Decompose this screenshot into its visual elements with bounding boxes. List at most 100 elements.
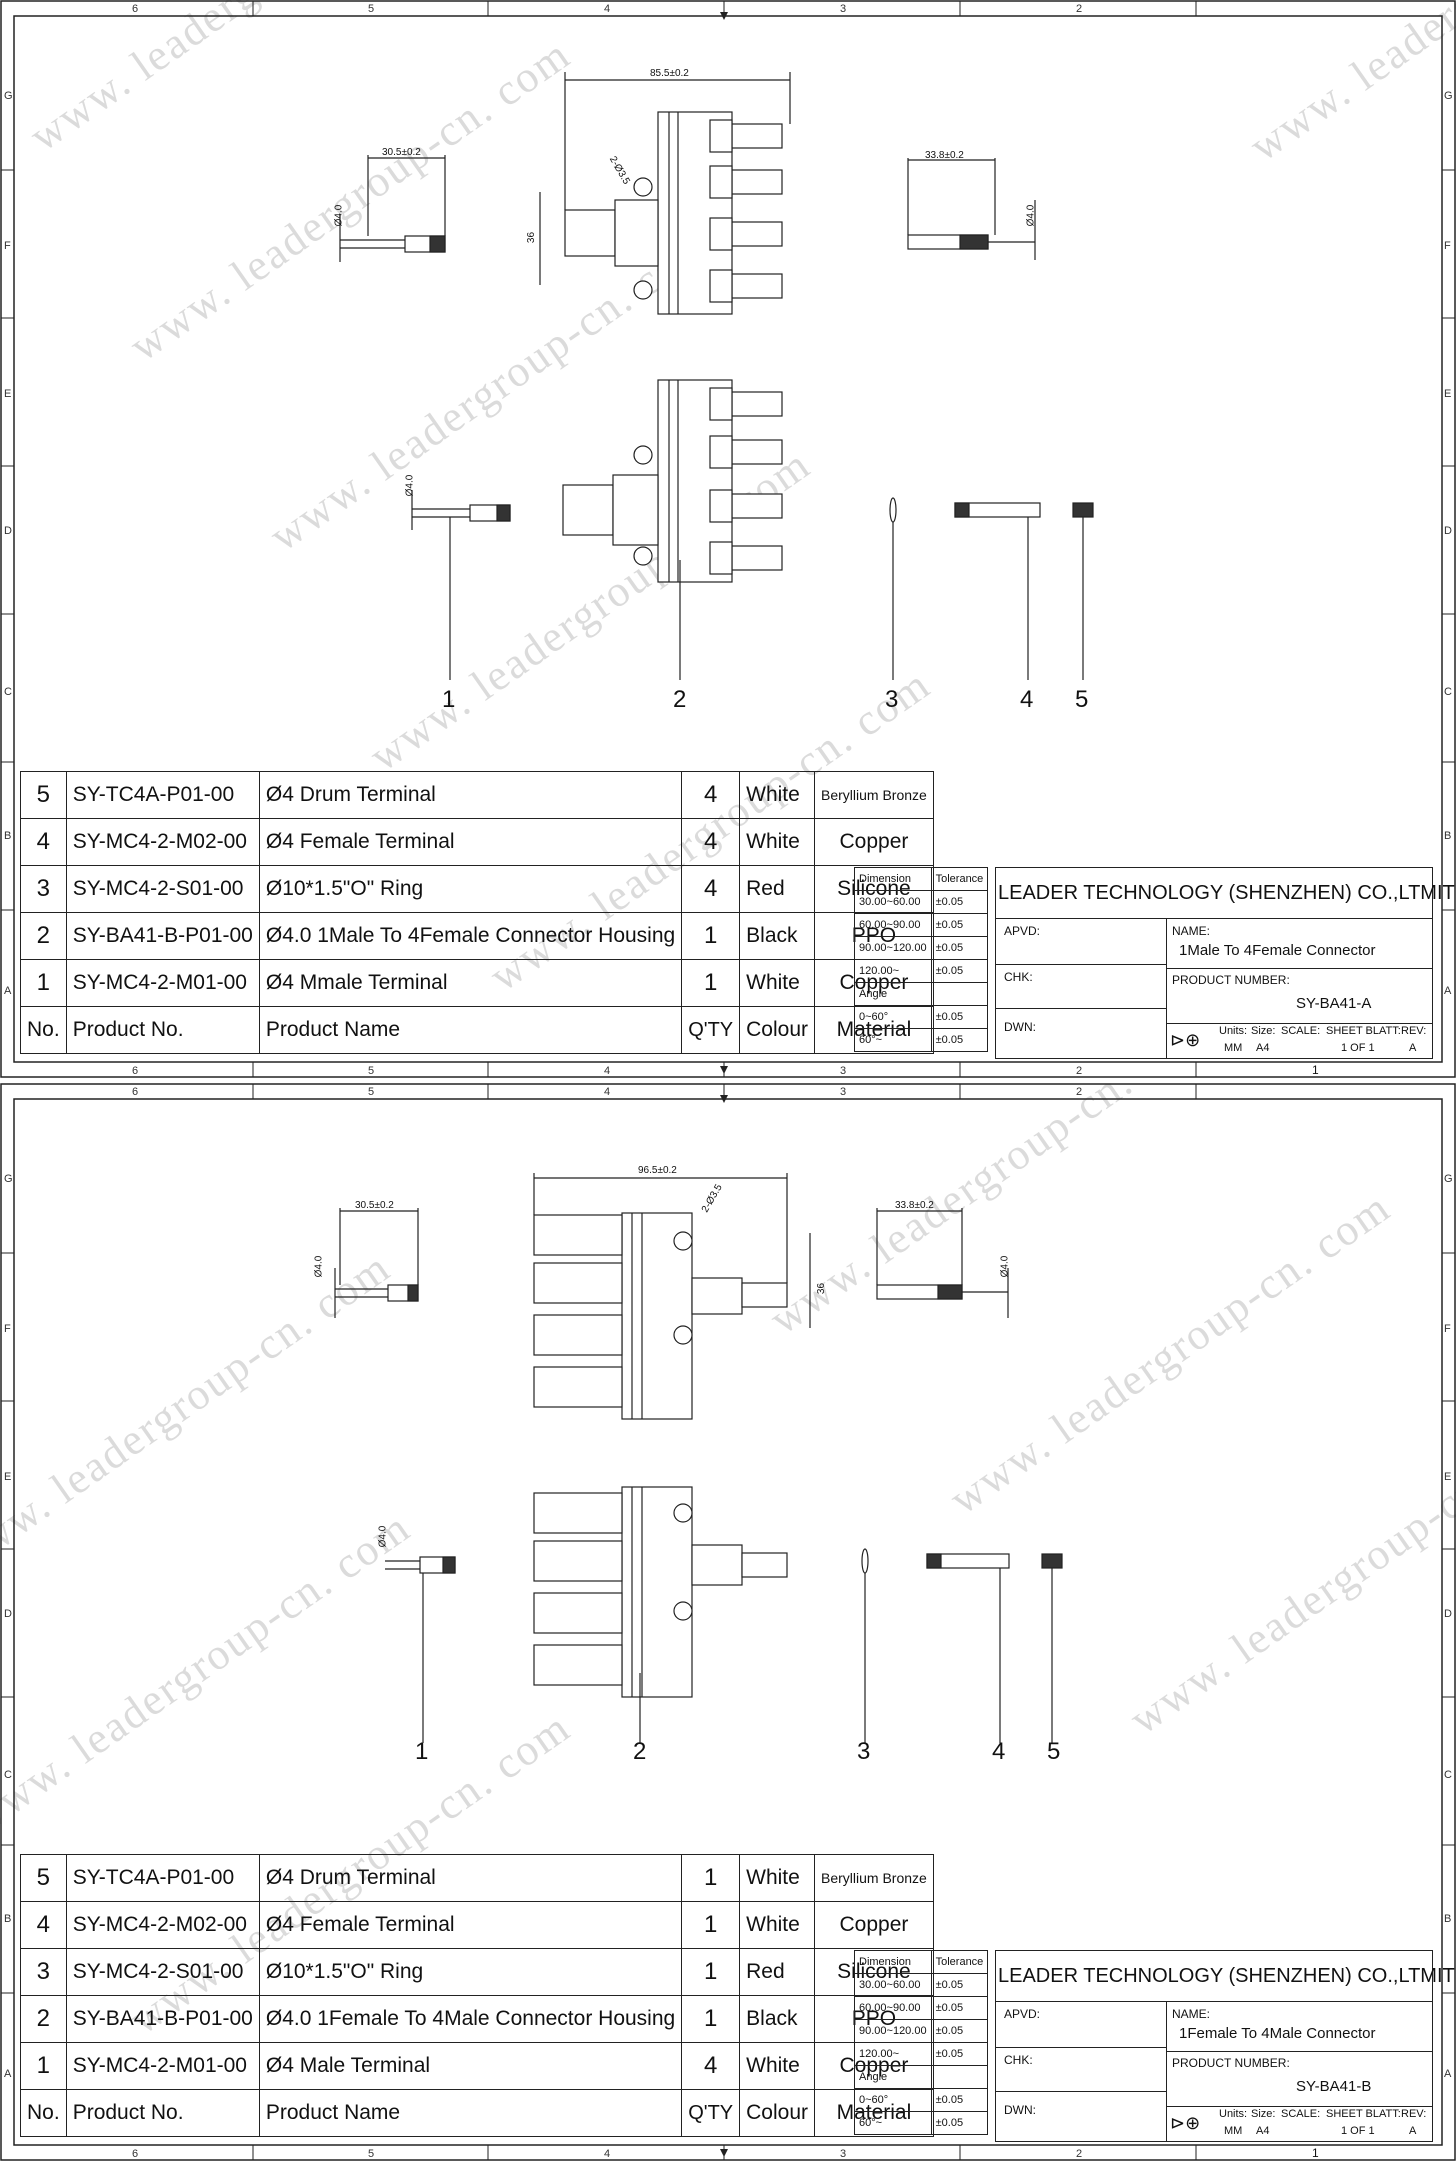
dim-lower-dia: Ø4.0 xyxy=(404,474,416,497)
tol-dim: 90.00~120.00 xyxy=(854,2019,932,2043)
tol-dim: 30.00~60.00 xyxy=(854,890,932,914)
chk-label: CHK: xyxy=(1004,970,1033,984)
rev-value: A xyxy=(1409,1042,1417,1054)
tol-val: ±0.05 xyxy=(930,1028,989,1052)
units-label: Units: xyxy=(1219,2108,1248,2120)
tol-val: ±0.05 xyxy=(930,2019,989,2043)
zone-col-2: 2 xyxy=(1076,1065,1083,1077)
bom-colour: White xyxy=(739,959,816,1007)
company-name: LEADER TECHNOLOGY (SHENZHEN) CO.,LTMITED xyxy=(998,1965,1456,1987)
tol-dim: 90.00~120.00 xyxy=(854,936,932,960)
bom-product-name: Ø10*1.5"O" Ring xyxy=(258,1948,683,1996)
tol-val: ±0.05 xyxy=(930,1973,989,1997)
projection-icon: ⊳⊕ xyxy=(1170,1030,1201,1050)
zone-col-5: 5 xyxy=(368,2148,375,2160)
product-number-label: PRODUCT NUMBER: xyxy=(1172,973,1290,987)
title-block: LEADER TECHNOLOGY (SHENZHEN) CO.,LTMITED… xyxy=(995,867,1456,1059)
bom-product-no: SY-TC4A-P01-00 xyxy=(65,1854,260,1902)
zone-row-c: C xyxy=(4,686,12,698)
tol-val: ±0.05 xyxy=(930,1996,989,2020)
tol-dim: 120.00~ xyxy=(854,959,932,983)
bom-header-product-no: Product No. xyxy=(65,2089,260,2137)
bom-product-no: SY-BA41-B-P01-00 xyxy=(65,1995,260,2043)
units-value: MM xyxy=(1224,2125,1243,2137)
bom-colour: Red xyxy=(739,1948,816,1996)
tol-val: ±0.05 xyxy=(930,1005,989,1029)
callout-2: 2 xyxy=(633,1738,647,1765)
zone-row-e: E xyxy=(4,1471,12,1483)
tol-header: Tolerance xyxy=(930,1950,989,1974)
zone-col-3: 3 xyxy=(840,3,847,15)
zone-row-b: B xyxy=(1444,1913,1452,1925)
tol-dim: 60°~ xyxy=(854,1028,932,1052)
zone-col-3: 3 xyxy=(840,1065,847,1077)
bom-product-name: Ø4 Drum Terminal xyxy=(258,771,683,819)
zone-row-c: C xyxy=(1444,686,1452,698)
zone-row-d: D xyxy=(1444,525,1452,537)
zone-col-4: 4 xyxy=(604,1065,611,1077)
zone-row-f: F xyxy=(4,1323,11,1335)
tol-val xyxy=(930,2065,989,2089)
product-number: SY-BA41-B xyxy=(1296,2078,1372,2095)
zone-row-g: G xyxy=(1444,90,1453,102)
tol-val: ±0.05 xyxy=(930,2111,989,2135)
size-label: Size: xyxy=(1251,2108,1276,2120)
male-terminal-drawing xyxy=(334,1208,419,1318)
bom-colour: Black xyxy=(739,1995,816,2043)
bom-material: Beryllium Bronze xyxy=(814,771,934,819)
rev-label: REV: xyxy=(1401,2108,1427,2120)
bom-qty: 1 xyxy=(681,959,741,1007)
bom-row: 3 SY-MC4-2-S01-00 Ø10*1.5"O" Ring 4 Red … xyxy=(20,865,934,913)
exploded-view xyxy=(411,379,1094,680)
drawing-sheet-b: www. leadergroup-cn. com www. leadergrou… xyxy=(0,1083,1456,2163)
dim-right-dia: Ø4.0 xyxy=(999,1255,1011,1278)
callout-2: 2 xyxy=(673,686,687,713)
exploded-view xyxy=(385,1486,1063,1743)
bom-qty: 1 xyxy=(681,1854,741,1902)
bom-no: 4 xyxy=(20,818,67,866)
zone-row-b: B xyxy=(1444,830,1452,842)
size-value: A4 xyxy=(1256,1042,1270,1054)
sheet-value: 1 OF 1 xyxy=(1341,1042,1375,1054)
callout-3: 3 xyxy=(885,686,899,713)
bom-product-name: Ø4 Male Terminal xyxy=(258,2042,683,2090)
zone-col-2: 2 xyxy=(1076,2148,1083,2160)
bom-product-no: SY-TC4A-P01-00 xyxy=(65,771,260,819)
bom-qty: 4 xyxy=(681,771,741,819)
bom-qty: 4 xyxy=(681,865,741,913)
bom-product-name: Ø10*1.5"O" Ring xyxy=(258,865,683,913)
zone-row-b: B xyxy=(4,830,12,842)
scale-label: SCALE: xyxy=(1281,2108,1321,2120)
zone-row-e: E xyxy=(1444,388,1452,400)
dwn-label: DWN: xyxy=(1004,2103,1036,2117)
name-label: NAME: xyxy=(1172,924,1211,938)
page-number: 1 xyxy=(1312,2146,1319,2160)
bom-no: 4 xyxy=(20,1901,67,1949)
drawing-frame xyxy=(0,1083,1456,2161)
bom-qty: 4 xyxy=(681,818,741,866)
bom-product-no: SY-MC4-2-S01-00 xyxy=(65,1948,260,1996)
bom-colour: White xyxy=(739,771,816,819)
tol-dim: 30.00~60.00 xyxy=(854,1973,932,1997)
bom-qty: 1 xyxy=(681,1995,741,2043)
bom-header-colour: Colour xyxy=(739,2089,816,2137)
bom-product-no: SY-MC4-2-M02-00 xyxy=(65,818,260,866)
bom-colour: White xyxy=(739,2042,816,2090)
dim-lower-dia: Ø4.0 xyxy=(377,1525,389,1548)
tol-header: Tolerance xyxy=(930,867,989,891)
zone-col-2: 2 xyxy=(1076,1086,1083,1098)
tol-dim: 60.00~90.00 xyxy=(854,1996,932,2020)
bill-of-materials: 5 SY-TC4A-P01-00 Ø4 Drum Terminal 4 Whit… xyxy=(20,771,934,1054)
zone-col-6: 6 xyxy=(132,1086,139,1098)
product-name: 1Male To 4Female Connector xyxy=(1179,942,1376,959)
zone-row-g: G xyxy=(4,90,13,102)
bill-of-materials: 5 SY-TC4A-P01-00 Ø4 Drum Terminal 1 Whit… xyxy=(20,1854,934,2137)
zone-row-d: D xyxy=(4,525,12,537)
bom-row: 5 SY-TC4A-P01-00 Ø4 Drum Terminal 1 Whit… xyxy=(20,1854,934,1902)
bom-row: 5 SY-TC4A-P01-00 Ø4 Drum Terminal 4 Whit… xyxy=(20,771,934,819)
bom-header-no: No. xyxy=(20,1006,67,1054)
zone-col-4: 4 xyxy=(604,2148,611,2160)
zone-col-5: 5 xyxy=(368,1086,375,1098)
bom-no: 5 xyxy=(20,1854,67,1902)
